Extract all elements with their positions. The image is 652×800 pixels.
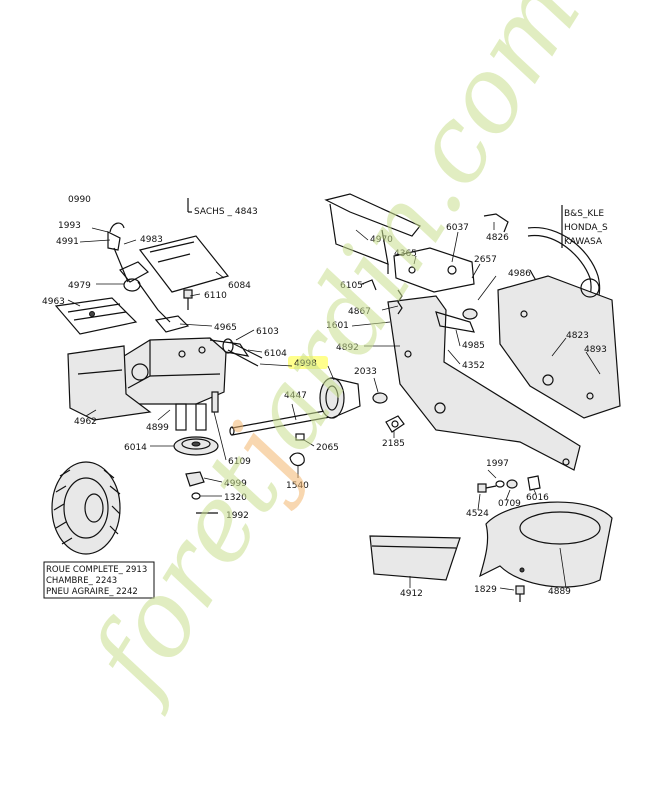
nut-1997 xyxy=(495,480,505,488)
legend-row-chambre: CHAMBRE_ 2243 xyxy=(46,576,117,586)
deflector-4889 xyxy=(479,501,613,588)
guard-4912 xyxy=(369,535,461,581)
gearbox-4899 xyxy=(123,337,250,431)
label-1993: 1993 xyxy=(58,221,81,231)
label-1992: 1992 xyxy=(226,511,249,521)
label-4823: 4823 xyxy=(566,331,589,341)
label-4912: 4912 xyxy=(400,589,423,599)
label-1320: 1320 xyxy=(224,493,247,503)
engine-brand-line-2: HONDA_S xyxy=(564,223,608,233)
label-2033: 2033 xyxy=(354,367,377,377)
label-6084: 6084 xyxy=(228,281,251,291)
highlight-4998 xyxy=(288,356,328,369)
collar-2033 xyxy=(372,392,388,404)
label-4447: 4447 xyxy=(284,391,307,401)
chassis-4892 xyxy=(387,295,581,471)
label-4991: 4991 xyxy=(56,237,79,247)
label-4965: 4965 xyxy=(214,323,237,333)
axle-4447 xyxy=(229,377,361,436)
linkage-4985 xyxy=(435,308,478,333)
nut-4999 xyxy=(185,471,205,487)
label-4962: 4962 xyxy=(74,417,97,427)
label-2185: 2185 xyxy=(382,439,405,449)
bush-0709 xyxy=(506,479,518,489)
label-4979: 4979 xyxy=(68,281,91,291)
label-1829: 1829 xyxy=(474,585,497,595)
label-4892: 4892 xyxy=(336,343,359,353)
label-4826: 4826 xyxy=(486,233,509,243)
label-4867: 4867 xyxy=(348,307,371,317)
label-4893: 4893 xyxy=(584,345,607,355)
legend-row-roue: ROUE COMPLETE_ 2913 xyxy=(46,565,147,575)
pin-6016 xyxy=(527,475,541,491)
bracket-4963 xyxy=(54,297,138,335)
label-6014: 6014 xyxy=(124,443,147,453)
clip-1540 xyxy=(289,452,305,467)
spring-4867 xyxy=(397,289,403,315)
label-2657: 2657 xyxy=(474,255,497,265)
bolt-6110 xyxy=(183,289,193,310)
label-1997: 1997 xyxy=(486,459,509,469)
label-6110: 6110 xyxy=(204,291,227,301)
label-6104: 6104 xyxy=(264,349,287,359)
shroud-4962 xyxy=(67,345,152,421)
leader-lines xyxy=(67,222,601,591)
clip-4826 xyxy=(483,213,509,233)
label-0709: 0709 xyxy=(498,499,521,509)
label-4970: 4970 xyxy=(370,235,393,245)
label-6103: 6103 xyxy=(256,327,279,337)
label-4899: 4899 xyxy=(146,423,169,433)
label-1540: 1540 xyxy=(286,481,309,491)
label-6105: 6105 xyxy=(340,281,363,291)
small-block-4965 xyxy=(154,315,190,333)
legend-row-pneu: PNEU AGRAIRE_ 2242 xyxy=(46,587,138,597)
label-4889: 4889 xyxy=(548,587,571,597)
part-labels: 0990 1993 4991 4983 4979 4963 6110 6084 … xyxy=(42,195,607,599)
label-4524: 4524 xyxy=(466,509,489,519)
label-0990: 0990 xyxy=(68,195,91,205)
sachs-label-text: SACHS _ 4843 xyxy=(194,207,258,217)
clip-6105 xyxy=(361,279,377,291)
top-plate-6037 xyxy=(393,247,475,293)
wheel-assembly xyxy=(51,461,121,555)
label-4963: 4963 xyxy=(42,297,65,307)
engine-brand-line-1: B&S_KLE xyxy=(564,209,604,219)
label-4365: 4365 xyxy=(394,249,417,259)
label-4985: 4985 xyxy=(462,341,485,351)
label-2065: 2065 xyxy=(316,443,339,453)
label-4999: 4999 xyxy=(224,479,247,489)
sachs-label: SACHS _ 4843 xyxy=(187,198,258,217)
label-6016: 6016 xyxy=(526,493,549,503)
label-4998: 4998 xyxy=(294,359,317,369)
label-1601: 1601 xyxy=(326,321,349,331)
bushing-2185 xyxy=(385,415,405,433)
engine-brand-box: B&S_KLE HONDA_S KAWASA xyxy=(561,205,608,248)
screw-1829 xyxy=(515,585,525,602)
label-4352: 4352 xyxy=(462,361,485,371)
wheel-legend-box: ROUE COMPLETE_ 2913 CHAMBRE_ 2243 PNEU A… xyxy=(43,561,155,599)
label-6037: 6037 xyxy=(446,223,469,233)
label-4983: 4983 xyxy=(140,235,163,245)
bolt-4524 xyxy=(477,483,497,493)
label-6109: 6109 xyxy=(228,457,251,467)
engine-brand-line-3: KAWASA xyxy=(564,237,603,247)
label-4986: 4986 xyxy=(508,269,531,279)
key-2065 xyxy=(295,433,305,441)
handle-frame-4970 xyxy=(324,193,421,274)
linkage-rod-6104 xyxy=(222,338,263,367)
throttle-plate-6084 xyxy=(138,235,230,293)
